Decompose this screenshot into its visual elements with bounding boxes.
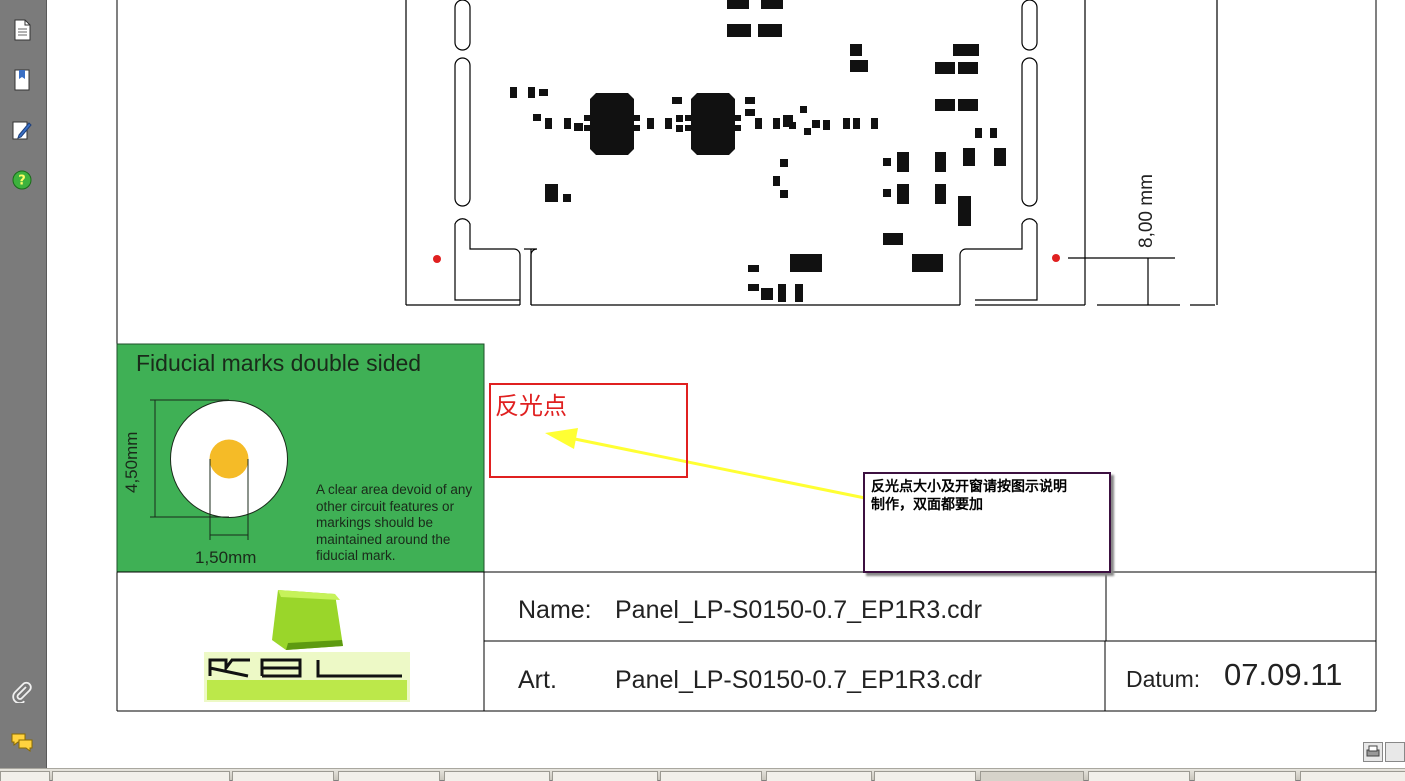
name-label: Name: [518,596,592,624]
svg-text:?: ? [18,174,26,189]
comments-icon[interactable] [10,730,34,754]
taskbar-item-6[interactable] [660,771,762,781]
fiducial-highlight-box [489,383,688,478]
fiducial-dot-label: 1,50mm [195,548,257,567]
company-logo [204,590,410,702]
date-value: 07.09.11 [1224,657,1343,692]
taskbar-item-4[interactable] [444,771,550,781]
fiducial-dot-left [433,255,441,263]
taskbar-item-8[interactable] [874,771,976,781]
annotation-arrowhead [545,428,578,449]
pcb-drawing [116,0,1377,712]
navigation-sidebar: ? [0,0,47,768]
taskbar-item-3[interactable] [338,771,440,781]
taskbar-item-2[interactable] [232,771,334,781]
taskbar [0,768,1405,781]
fiducial-dot-right [1052,254,1060,262]
pcb-pads [510,0,1006,302]
system-tray[interactable] [1300,771,1405,781]
taskbar-item-11[interactable] [1194,771,1296,781]
fiducial-note: A clear area devoid of any other circuit… [316,482,473,563]
signatures-icon[interactable] [10,118,34,142]
document-view[interactable]: Fiducial marks double sided 4,50mm 1,50m… [47,0,1405,768]
print-icon[interactable] [1363,742,1383,762]
dimension-8mm-label: 8,00 mm [1136,174,1157,248]
comment-note[interactable]: 反光点大小及开窗请按图示说明 制作，双面都要加 [863,472,1111,573]
taskbar-item-5[interactable] [552,771,658,781]
fiducial-diameter-label: 4,50mm [122,431,141,493]
pages-icon[interactable] [10,18,34,42]
fiducial-dot [209,439,249,479]
comment-line-1: 反光点大小及开窗请按图示说明 [871,479,1067,495]
fiducial-title: Fiducial marks double sided [136,350,422,376]
panel-outline [405,0,1218,306]
art-label: Art. [518,666,557,694]
start-button[interactable] [0,771,50,781]
attachments-icon[interactable] [10,680,34,704]
taskbar-item-10[interactable] [1088,771,1190,781]
bookmarks-icon[interactable] [10,68,34,92]
taskbar-item-1[interactable] [52,771,230,781]
options-icon[interactable] [1385,742,1405,762]
help-icon[interactable]: ? [10,168,34,192]
name-value: Panel_LP-S0150-0.7_EP1R3.cdr [615,596,982,624]
date-label: Datum: [1126,666,1201,692]
comment-line-2: 制作，双面都要加 [871,497,983,513]
fiducial-cn-label: 反光点 [495,392,567,420]
taskbar-item-7[interactable] [766,771,872,781]
annotation-arrow-line [564,435,866,500]
art-value: Panel_LP-S0150-0.7_EP1R3.cdr [615,666,982,694]
taskbar-item-active[interactable] [980,771,1084,781]
